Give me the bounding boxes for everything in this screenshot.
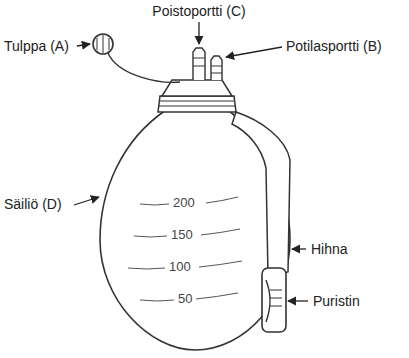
patient-port — [211, 56, 222, 80]
scale-number: 50 — [178, 291, 192, 307]
scale-number: 150 — [171, 227, 193, 243]
part-label: Poistoportti (C) — [152, 3, 245, 19]
strap — [232, 112, 290, 276]
part-label: Puristin — [313, 293, 360, 309]
outlet-port — [193, 48, 205, 80]
part-label: Tulppa (A) — [4, 38, 69, 54]
neck-collar — [158, 96, 236, 112]
scale-marks — [128, 197, 242, 301]
part-label: Potilasportti (B) — [286, 38, 382, 54]
part-label: Säiliö (D) — [4, 196, 62, 212]
stopper — [93, 34, 113, 54]
scale-number: 200 — [173, 195, 195, 211]
stopper-tether — [108, 53, 180, 82]
collar-ridges — [159, 101, 235, 106]
scale-number: 100 — [169, 259, 191, 275]
reservoir-body — [100, 110, 290, 350]
leader-arrows — [74, 22, 308, 301]
clamp — [262, 268, 286, 332]
part-label: Hihna — [311, 241, 348, 257]
